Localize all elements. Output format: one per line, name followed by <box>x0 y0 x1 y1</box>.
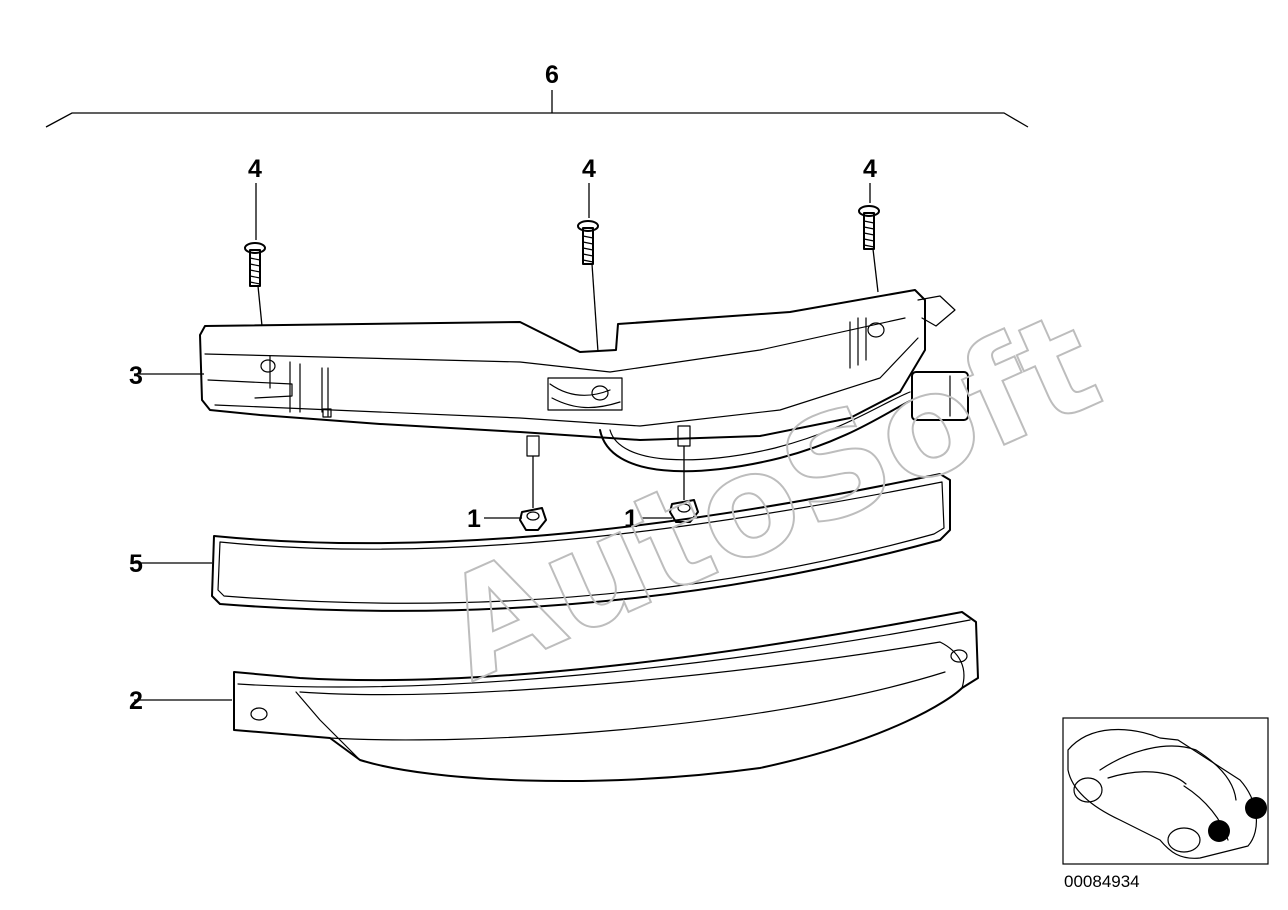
callout-3: 3 <box>129 362 143 390</box>
locator-thumbnail <box>1062 717 1269 865</box>
callout-4-middle: 4 <box>582 155 596 183</box>
callout-2: 2 <box>129 687 143 715</box>
catalog-number: 00084934 <box>1064 872 1140 891</box>
callout-4-left: 4 <box>248 155 262 183</box>
screw-left: 4 <box>244 155 266 327</box>
gasket <box>134 473 951 612</box>
lamp-carrier <box>134 289 969 473</box>
location-marker-left <box>1208 820 1230 842</box>
callout-5: 5 <box>129 550 143 578</box>
clip-left: 1 <box>467 456 547 533</box>
assembly-bracket <box>45 90 1029 128</box>
lamp-lens <box>134 611 979 783</box>
callout-4-right: 4 <box>863 155 877 183</box>
callout-6: 6 <box>545 61 559 89</box>
location-marker-right <box>1245 797 1267 819</box>
screw-middle: 4 <box>577 155 599 353</box>
screw-right: 4 <box>858 155 880 293</box>
callout-1-left: 1 <box>467 505 481 533</box>
watermark: AutoSoft <box>419 281 1121 713</box>
